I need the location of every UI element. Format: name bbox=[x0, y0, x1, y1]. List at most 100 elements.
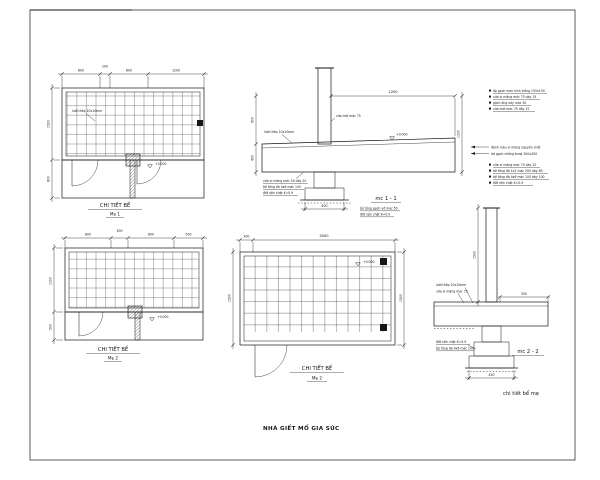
dim-label: 1500 bbox=[473, 251, 477, 259]
column-marker bbox=[380, 258, 387, 265]
note-label: vữa xi măng mác 75 bbox=[436, 290, 468, 294]
section-label: mc 1 - 1 bbox=[375, 196, 396, 202]
level-label: +0.000 bbox=[396, 133, 407, 137]
dim-label: 1200 bbox=[49, 277, 53, 285]
note-label: lưới thép 10x10mm bbox=[264, 130, 294, 134]
note-label: lưới thép 10x10mm bbox=[436, 283, 466, 287]
pier-block bbox=[127, 305, 143, 319]
dim-label: 450 bbox=[251, 155, 255, 161]
note-label: đánh màu xi măng nguyên chất bbox=[491, 146, 541, 150]
bullet-icon bbox=[489, 101, 491, 104]
dim-label: 200 bbox=[102, 65, 108, 69]
plan-title: CHI TIẾT BỂ bbox=[100, 201, 131, 209]
sheet-title: NHÀ GIẾT MỔ GIA SÚC bbox=[263, 424, 339, 432]
section-label: mc 2 - 2 bbox=[517, 349, 538, 355]
dim-label: 1200 bbox=[172, 69, 180, 73]
note-label: vữa trát mác 75 dày 15 bbox=[493, 107, 529, 111]
door-arc bbox=[254, 344, 288, 378]
note-label: đất nện chặt K=0.9 bbox=[360, 213, 390, 217]
footing-pad bbox=[304, 187, 345, 201]
bullet-icon bbox=[489, 163, 491, 166]
bullet-icon bbox=[489, 95, 491, 98]
dim-label: 800 bbox=[85, 233, 91, 237]
bullet-icon bbox=[489, 107, 491, 110]
dim-label: 800 bbox=[126, 69, 132, 73]
wall-section bbox=[317, 67, 332, 145]
dim-label: 1200 bbox=[388, 90, 398, 94]
note-label: đất nện chặt K=0.9 bbox=[436, 340, 466, 344]
level-icon bbox=[147, 164, 153, 169]
footing-pad bbox=[473, 341, 510, 357]
plan-subtitle: Mẹ 2 bbox=[312, 376, 323, 381]
note-label: lưới thép 10x10mm bbox=[72, 109, 102, 113]
note-label: lát gạch chống trượt 200x200 bbox=[491, 152, 537, 156]
plan-subtitle: Mẹ 2 bbox=[108, 356, 119, 361]
tile-floor bbox=[244, 256, 391, 332]
column-marker bbox=[197, 120, 203, 126]
plan-be-me-2-large: 300 3000 1500 1500 +0.000 CHI TIẾT BỂ Mẹ… bbox=[228, 234, 406, 382]
level-label: +0.000 bbox=[155, 162, 166, 166]
pier-block bbox=[125, 153, 141, 167]
plan-be-me-1: 800 200 800 1200 1500 800 +0.000 lưới th… bbox=[47, 65, 208, 218]
column-marker bbox=[380, 324, 387, 331]
note-label: bê tông đá 4x6 mác 100 bbox=[436, 347, 474, 351]
note-label: bê tông đá 1x2 mác 200 dày 80 bbox=[493, 169, 543, 173]
footing-stem bbox=[313, 171, 336, 189]
note-label: bê tông gạch vỡ mác 50 bbox=[360, 207, 398, 211]
bullet-icon bbox=[489, 175, 491, 178]
plan-subtitle: Mẹ 1 bbox=[110, 212, 121, 217]
section-caption: chi tiết bể mẹ bbox=[503, 390, 539, 397]
dim-label: 400 bbox=[322, 204, 328, 208]
dim-label: 1200 bbox=[457, 130, 461, 138]
level-label: +0.000 bbox=[157, 315, 168, 319]
tile-floor bbox=[69, 252, 199, 308]
plan-title: CHI TIẾT BỂ bbox=[98, 345, 129, 353]
dim-label: 300 bbox=[244, 234, 250, 238]
plan-title: CHI TIẾT BỂ bbox=[302, 364, 333, 372]
level-label: +0.000 bbox=[363, 260, 374, 264]
dim-label: 430 bbox=[489, 373, 495, 377]
footing-base bbox=[468, 355, 515, 369]
note-label: đất nện chặt K=0.9 bbox=[493, 181, 523, 185]
door-arc bbox=[136, 159, 162, 185]
footing-stem bbox=[481, 325, 502, 343]
slab-section bbox=[433, 301, 549, 327]
door-arc bbox=[71, 159, 99, 187]
dim-label: 1500 bbox=[399, 294, 403, 302]
dim-label: 500 bbox=[49, 324, 53, 330]
level-icon bbox=[389, 136, 395, 141]
note-label: ốp gạch men kính trắng 150x150 bbox=[493, 88, 545, 93]
note-label: vữa xi măng mác 75 dày 15 bbox=[493, 95, 536, 99]
dim-label: 1500 bbox=[47, 120, 51, 128]
dim-label: 3000 bbox=[319, 234, 329, 238]
note-label: vữa trát mác 75 bbox=[336, 114, 361, 118]
wall-section bbox=[485, 207, 498, 303]
note-label: vữa xi măng mác 75 dày 20 bbox=[493, 163, 536, 167]
note-label: gạch ống xây mác 50 bbox=[493, 101, 526, 105]
bullet-icon bbox=[489, 181, 491, 184]
material-notes-block: ốp gạch men kính trắng 150x150 vữa xi mă… bbox=[471, 88, 549, 186]
tank-wall bbox=[239, 251, 396, 346]
plan-be-me-2: 800 300 800 500 1200 500 +0.000 CHI TIẾT… bbox=[49, 229, 207, 362]
note-label: vữa xi măng mác 50 dày 20 bbox=[263, 179, 306, 183]
bullet-icon bbox=[489, 169, 491, 172]
dim-label: 800 bbox=[251, 117, 255, 123]
dim-label: 800 bbox=[78, 69, 84, 73]
dim-label: 350 bbox=[521, 292, 527, 296]
dim-label: 500 bbox=[186, 233, 192, 237]
note-label: bê tông đá 4x6 mác 100 dày 100 bbox=[493, 175, 545, 179]
section-mc-2-2: 1500 350 lưới thép 10x10mm vữa xi măng m… bbox=[433, 204, 550, 397]
section-mc-1-1: 1200 1200 800 450 +0.000 lưới thép 10x10… bbox=[251, 67, 464, 217]
sheet-frame bbox=[29, 9, 576, 461]
note-label: đất nện chặt K=0.9 bbox=[263, 191, 293, 195]
dim-label: 800 bbox=[148, 233, 154, 237]
note-label: bê tông đá 4x6 mác 100 bbox=[263, 185, 301, 189]
bullet-icon bbox=[489, 89, 491, 92]
dim-label: 1500 bbox=[228, 294, 232, 302]
level-icon bbox=[149, 317, 155, 322]
tile-floor bbox=[66, 92, 200, 156]
dim-label: 800 bbox=[47, 176, 51, 182]
slab-section bbox=[261, 137, 456, 173]
